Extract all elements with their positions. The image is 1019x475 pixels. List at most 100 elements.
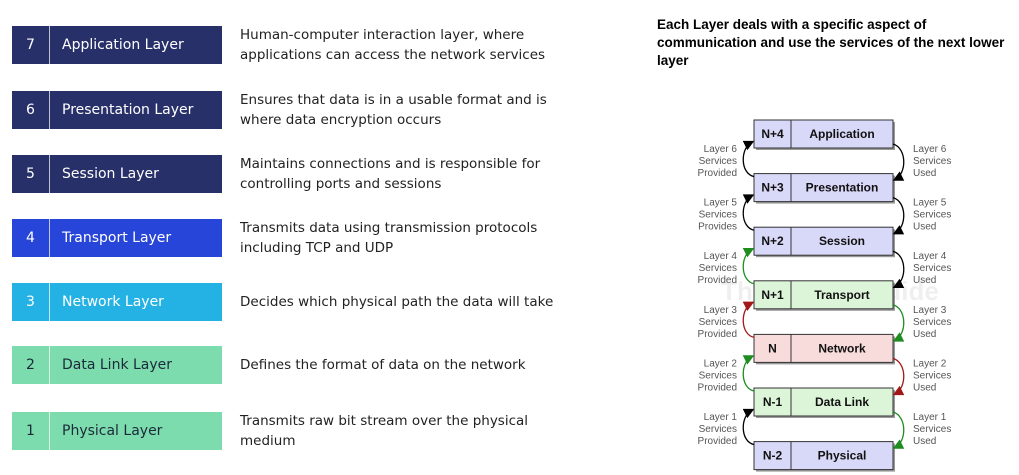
services-used-arrow [892, 250, 905, 288]
services-used-label: Layer 6 [913, 144, 947, 155]
layer-description: Ensures that data is in a usable format … [240, 91, 560, 129]
services-provided-arrow [742, 248, 755, 285]
services-used-label: Used [913, 436, 936, 447]
services-provided-label: Services [699, 370, 737, 381]
layer-description: Transmits raw bit stream over the physic… [240, 412, 560, 450]
services-used-arrow [892, 196, 905, 235]
services-used-arrow [892, 143, 905, 181]
services-provided-label: Layer 4 [704, 251, 738, 262]
layer-index: N+1 [761, 288, 784, 302]
layer-description-text: Maintains connections and is responsible… [240, 156, 541, 192]
layer-box-6: 6 Presentation Layer [12, 91, 222, 129]
layer-description: Maintains connections and is responsible… [240, 155, 560, 193]
services-provided-arrow [742, 194, 755, 231]
services-provided-label: Layer 3 [704, 305, 738, 316]
services-used-label: Used [913, 329, 936, 340]
layer-name: Network Layer [62, 294, 164, 310]
layer-index: N-1 [763, 395, 783, 409]
layer-name: Application Layer [62, 37, 184, 53]
layer-index: N [768, 341, 777, 355]
services-provided-label: Services [699, 424, 737, 435]
layer-description: Defines the format of data on the networ… [240, 346, 560, 384]
layer-number: 1 [12, 412, 50, 450]
services-provided-arrow [742, 355, 755, 392]
layer-description-text: Decides which physical path the data wil… [240, 294, 554, 310]
services-provided-label: Services [699, 210, 737, 221]
layer-label: Transport [814, 288, 869, 302]
services-used-label: Layer 3 [913, 305, 947, 316]
layer-index: N-2 [763, 449, 783, 463]
layer-name: Physical Layer [62, 423, 163, 439]
diagram-layer-physical: N-2 Physical [753, 441, 895, 472]
diagram-layer-presentation: N+3 Presentation [753, 173, 895, 204]
services-provided-label: Provided [698, 382, 737, 393]
layer-description: Decides which physical path the data wil… [240, 283, 560, 321]
layer-description: Human-computer interaction layer, where … [240, 26, 560, 64]
layer-description-text: Transmits data using transmission protoc… [240, 220, 538, 256]
layer-name: Presentation Layer [62, 102, 194, 118]
layer-index: N+2 [761, 234, 784, 248]
layer-label: Presentation [806, 181, 879, 195]
layer-label: Data Link [815, 395, 869, 409]
services-provided-label: Provided [698, 329, 737, 340]
services-provided-label: Layer 2 [704, 358, 738, 369]
layer-number: 4 [12, 219, 50, 257]
services-used-arrow [892, 357, 905, 396]
services-used-label: Services [913, 210, 951, 221]
services-used-arrow [892, 304, 905, 342]
services-provided-label: Provided [698, 275, 737, 286]
services-provided-label: Provides [698, 222, 737, 233]
diagram-layer-data-link: N-1 Data Link [753, 387, 895, 418]
services-used-arrow [892, 411, 905, 449]
layer-number: 6 [12, 91, 50, 129]
services-used-label: Layer 4 [913, 251, 947, 262]
layer-number: 7 [12, 26, 50, 64]
layer-box-1: 1 Physical Layer [12, 412, 222, 450]
layer-index: N+3 [761, 181, 784, 195]
layer-number: 3 [12, 283, 50, 321]
layer-description-text: Defines the format of data on the networ… [240, 357, 526, 373]
layer-description-text: Transmits raw bit stream over the physic… [240, 413, 529, 449]
layer-label: Application [809, 127, 874, 141]
diagram-layer-transport: N+1 Transport [753, 280, 895, 311]
services-used-label: Services [913, 317, 951, 328]
diagram-layer-application: N+4 Application [753, 119, 895, 150]
services-used-label: Used [913, 222, 936, 233]
layer-number: 5 [12, 155, 50, 193]
services-provided-label: Provided [698, 168, 737, 179]
services-used-label: Used [913, 275, 936, 286]
layer-description: Transmits data using transmission protoc… [240, 219, 560, 257]
services-used-label: Services [913, 370, 951, 381]
services-provided-label: Services [699, 156, 737, 167]
layer-name: Session Layer [62, 166, 159, 182]
services-provided-label: Services [699, 263, 737, 274]
layer-name: Transport Layer [62, 230, 172, 246]
services-used-label: Services [913, 156, 951, 167]
layer-description-text: Ensures that data is in a usable format … [240, 92, 547, 128]
services-provided-arrow [742, 408, 755, 446]
services-provided-label: Services [699, 317, 737, 328]
layer-box-5: 5 Session Layer [12, 155, 222, 193]
services-used-label: Layer 5 [913, 198, 947, 209]
layer-label: Physical [818, 449, 867, 463]
services-used-label: Services [913, 263, 951, 274]
layer-name: Data Link Layer [62, 357, 173, 373]
layer-box-3: 3 Network Layer [12, 283, 222, 321]
services-provided-label: Layer 1 [704, 412, 738, 423]
layer-description-text: Human-computer interaction layer, where … [240, 27, 546, 63]
services-provided-label: Provided [698, 436, 737, 447]
layer-box-4: 4 Transport Layer [12, 219, 222, 257]
diagram-layer-network: N Network [753, 333, 895, 365]
layer-index: N+4 [761, 127, 784, 141]
services-provided-arrow [742, 301, 755, 339]
services-used-label: Layer 2 [913, 358, 947, 369]
layer-number: 2 [12, 346, 50, 384]
services-used-label: Used [913, 382, 936, 393]
diagram-heading: Each Layer deals with a specific aspect … [657, 17, 1005, 68]
layer-box-2: 2 Data Link Layer [12, 346, 222, 384]
services-used-label: Services [913, 424, 951, 435]
services-provided-label: Layer 6 [704, 144, 738, 155]
layer-label: Network [818, 341, 866, 355]
